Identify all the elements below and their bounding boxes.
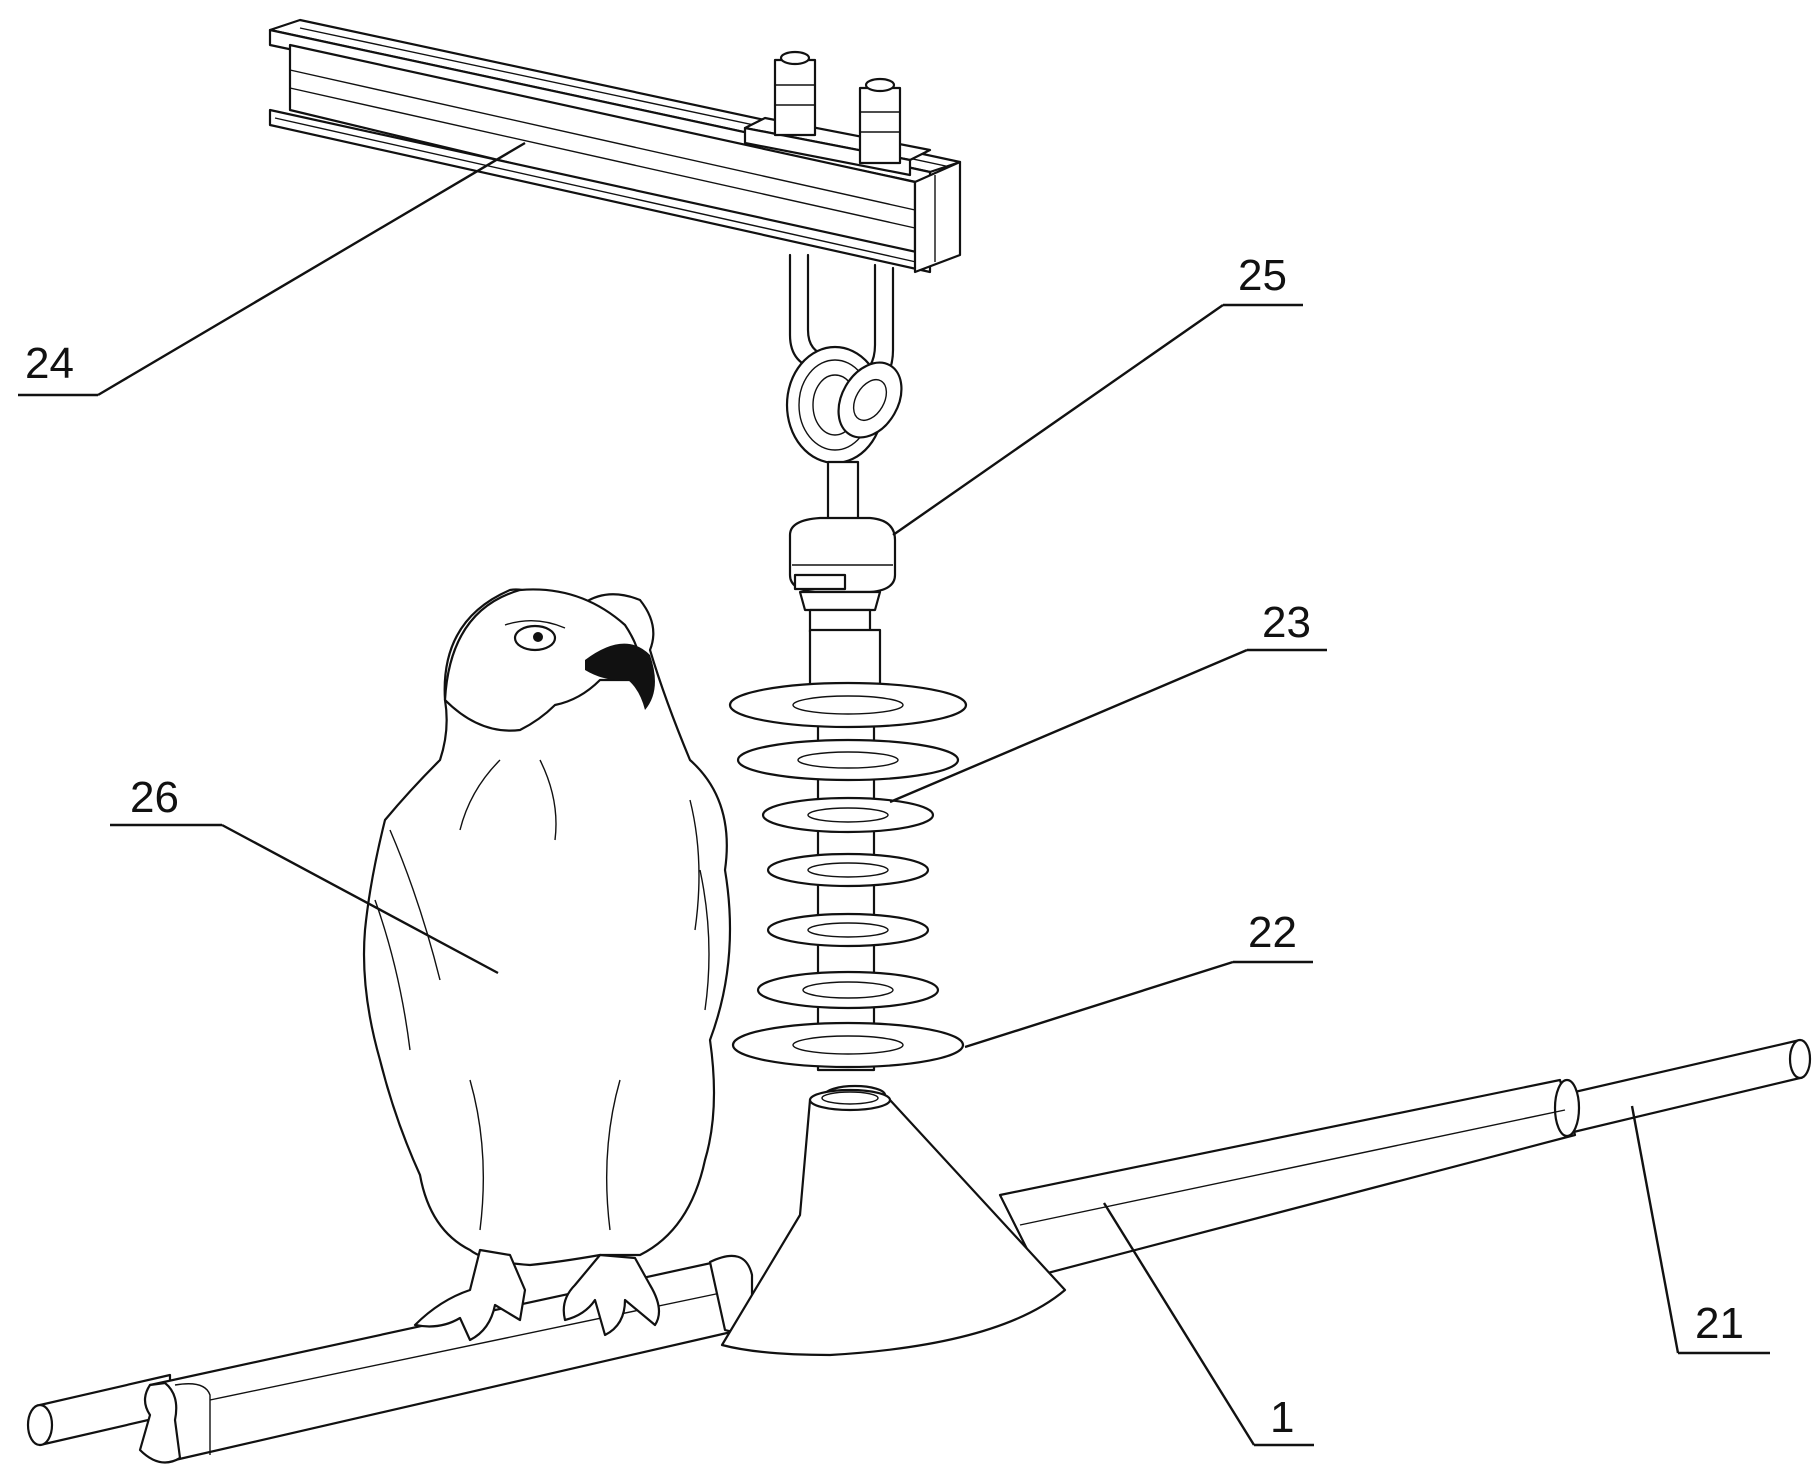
crossarm-channel [268,18,962,274]
label-25: 25 [1238,251,1287,300]
leader-lines [18,141,1770,1447]
insulator-base-cone [720,1088,1067,1357]
label-24: 24 [25,339,74,388]
bolt-left [773,50,817,137]
label-26: 26 [130,773,179,822]
suspension-fitting [785,345,903,634]
bird-eagle [362,588,732,1342]
insulator-stack [728,628,968,1106]
label-22: 22 [1248,908,1297,957]
label-21: 21 [1695,1299,1744,1348]
conductor-cover [138,1078,1581,1464]
bolt-right [858,77,902,165]
label-23: 23 [1262,598,1311,647]
label-1: 1 [1270,1393,1294,1442]
